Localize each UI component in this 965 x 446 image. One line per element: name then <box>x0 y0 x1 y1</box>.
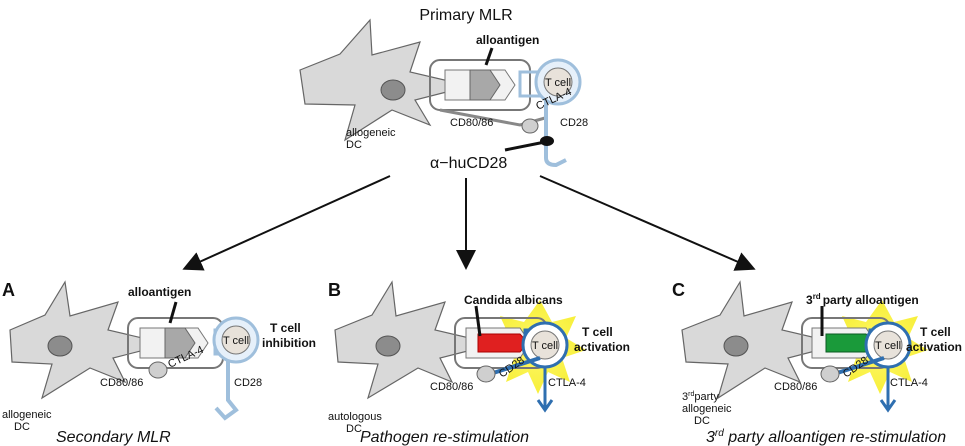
panel-c-dc-label-3: DC <box>694 415 710 427</box>
panel-b-ctla4: CTLA-4 <box>548 377 586 389</box>
panel-a-dc-label-1: allogeneic <box>2 409 52 421</box>
panel-a-dc-label-2: DC <box>14 421 30 433</box>
top-dc-label-1: allogeneic <box>346 127 396 139</box>
panel-a-tcell: T cell <box>223 335 249 347</box>
panel-b-cd8086: CD80/86 <box>430 381 473 393</box>
top-mhc-complex <box>429 59 547 127</box>
top-antigen-label: alloantigen <box>476 33 539 47</box>
top-antibody <box>504 136 554 152</box>
top-cd8086-label: CD80/86 <box>450 117 493 129</box>
panel-c-dc-num: 3 <box>682 391 688 403</box>
top-cd8086-knob <box>521 118 539 134</box>
top-antigen-pointer <box>484 47 494 66</box>
arrow-to-a <box>182 175 391 271</box>
panel-c-letter: C <box>672 280 685 300</box>
top-cd28-receptor <box>521 100 567 168</box>
arrow-to-c <box>539 175 756 271</box>
panel-c-dc-label-2: allogeneic <box>682 403 732 415</box>
panel-c-caption-sup: rd <box>715 428 724 439</box>
panel-c-dc-sup: rd <box>688 391 694 398</box>
panel-b-tcell: T cell <box>532 340 558 352</box>
panel-c-outcome-1: T cell <box>920 325 951 339</box>
panel-b-dc-label-2: DC <box>346 423 362 435</box>
top-dc-nucleus <box>380 79 406 101</box>
panel-a-cd28: CD28 <box>234 377 262 389</box>
panel-a-outcome-1: T cell <box>270 321 301 335</box>
top-cd28-label: CD28 <box>560 117 588 129</box>
top-tcell-label: T cell <box>545 77 571 89</box>
panel-c-tcell: T cell <box>875 340 901 352</box>
panel-c-ctla4: CTLA-4 <box>890 377 928 389</box>
top-dc-label-2: DC <box>346 139 362 151</box>
panel-a-letter: A <box>2 280 15 300</box>
panel-c-antigen-text: party alloantigen <box>823 293 919 307</box>
panel-a-outcome-2: inhibition <box>262 336 316 350</box>
panel-b-outcome-1: T cell <box>582 325 613 339</box>
panel-b-caption: Pathogen re-stimulation <box>360 429 529 446</box>
panel-c-outcome-2: activation <box>906 340 962 354</box>
panel-c-caption: 3rd party alloantigen re-stimulation <box>706 428 946 446</box>
panel-b-dc-label-1: autologous <box>328 411 382 423</box>
panel-a-antigen: alloantigen <box>128 285 191 299</box>
panel-b-antigen: Candida albicans <box>464 293 563 307</box>
panel-a-caption: Secondary MLR <box>56 429 171 446</box>
panel-b: B Candida albicans T cell T cell activat… <box>328 280 630 446</box>
top-dendritic-cell <box>299 18 471 142</box>
panel-a: A alloantigen T cell T cell inhibition C… <box>2 280 316 446</box>
panel-b-red-antigen <box>477 333 529 353</box>
top-antibody-label: α−huCD28 <box>430 155 507 172</box>
panel-a-cd8086: CD80/86 <box>100 377 143 389</box>
panel-c-caption-num: 3 <box>706 429 715 446</box>
panel-c-cd8086: CD80/86 <box>774 381 817 393</box>
panel-c-antigen-num: 3 <box>806 293 813 307</box>
panel-b-letter: B <box>328 280 341 300</box>
panel-a-dc-nucleus <box>47 335 73 357</box>
panel-b-outcome-2: activation <box>574 340 630 354</box>
panel-c-dc-text: party <box>694 391 719 403</box>
top-title: Primary MLR <box>419 7 512 24</box>
panel-c-dc-label-1: 3rdparty <box>682 391 719 403</box>
top-tcell: T cell <box>534 58 582 106</box>
panel-c-caption-text: party alloantigen re-stimulation <box>724 429 946 446</box>
panel-c-antigen-sup: rd <box>813 292 821 301</box>
